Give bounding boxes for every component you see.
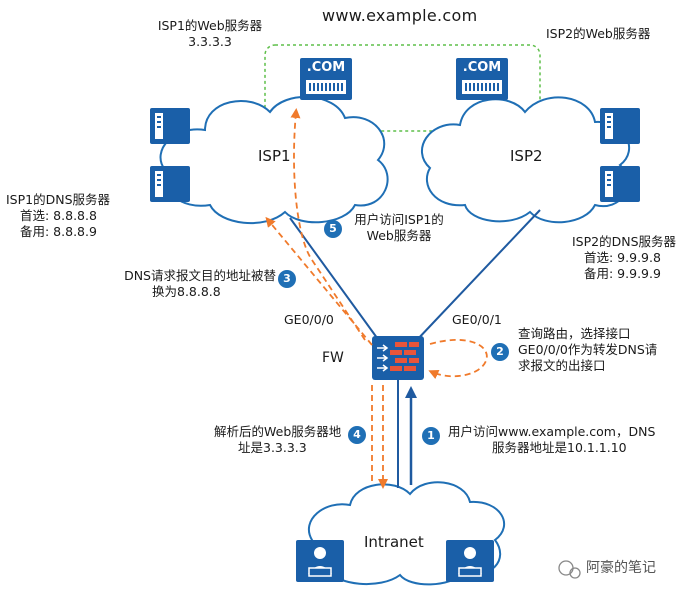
step-num-3: 3 bbox=[283, 272, 291, 285]
isp1-com-badge: .COM bbox=[306, 60, 346, 75]
step-num-5: 5 bbox=[329, 222, 337, 235]
isp2-dns-server bbox=[600, 166, 640, 202]
isp2-web-server-label: ISP2的Web服务器 bbox=[546, 26, 651, 41]
intranet-pc-right bbox=[445, 539, 495, 583]
isp1-cloud-label: ISP1 bbox=[258, 147, 291, 165]
intranet-pc-left bbox=[295, 539, 345, 583]
step-circle-2 bbox=[491, 343, 509, 361]
wechat-icon bbox=[558, 560, 581, 579]
isp2-cloud bbox=[420, 96, 631, 224]
link-ge000 bbox=[289, 217, 381, 343]
isp2-com-badge: .COM bbox=[462, 60, 502, 75]
link-ge001 bbox=[414, 209, 541, 343]
step-circle-5 bbox=[324, 220, 342, 238]
isp1-dns-label: ISP1的DNS服务器 首选: 8.8.8.8 备用: 8.8.8.9 bbox=[6, 192, 111, 239]
arrow-step3 bbox=[265, 216, 373, 346]
intranet-cloud-label: Intranet bbox=[364, 533, 424, 551]
domain-box bbox=[264, 44, 541, 132]
step-3-text: DNS请求报文目的地址被替 换为8.8.8.8 bbox=[124, 268, 276, 299]
domain-name: www.example.com bbox=[322, 6, 478, 25]
step-4-text: 解析后的Web服务器地 址是3.3.3.3 bbox=[214, 424, 342, 455]
step-num-4: 4 bbox=[353, 428, 361, 441]
isp1-server-top bbox=[150, 108, 190, 144]
isp2-cloud-label: ISP2 bbox=[510, 147, 543, 165]
step-circle-3 bbox=[278, 270, 296, 288]
firewall-icon bbox=[372, 336, 424, 380]
isp2-server-top bbox=[600, 108, 640, 144]
step-5-text: 用户访问ISP1的 Web服务器 bbox=[354, 212, 444, 243]
arrow-step2 bbox=[428, 339, 488, 380]
arrow-step5 bbox=[290, 108, 366, 341]
ge000-label: GE0/0/0 bbox=[284, 312, 334, 327]
step-1-text: 用户访问www.example.com，DNS 服务器地址是10.1.1.10 bbox=[448, 424, 656, 455]
step-num-1: 1 bbox=[427, 429, 435, 442]
ge001-label: GE0/0/1 bbox=[452, 312, 502, 327]
step-circle-1 bbox=[422, 427, 440, 445]
isp1-cloud bbox=[159, 95, 389, 225]
step-circle-4 bbox=[348, 426, 366, 444]
watermark-text: 阿豪的笔记 bbox=[586, 560, 656, 576]
isp2-dns-label: ISP2的DNS服务器 首选: 9.9.9.8 备用: 9.9.9.9 bbox=[572, 234, 677, 281]
step-num-2: 2 bbox=[496, 345, 504, 358]
step-2-text: 查询路由，选择接口 GE0/0/0作为转发DNS请 求报文的出接口 bbox=[518, 326, 658, 373]
isp1-web-server-label: ISP1的Web服务器 3.3.3.3 bbox=[157, 18, 263, 49]
fw-label: FW bbox=[322, 350, 344, 366]
isp1-dns-server bbox=[150, 166, 190, 202]
